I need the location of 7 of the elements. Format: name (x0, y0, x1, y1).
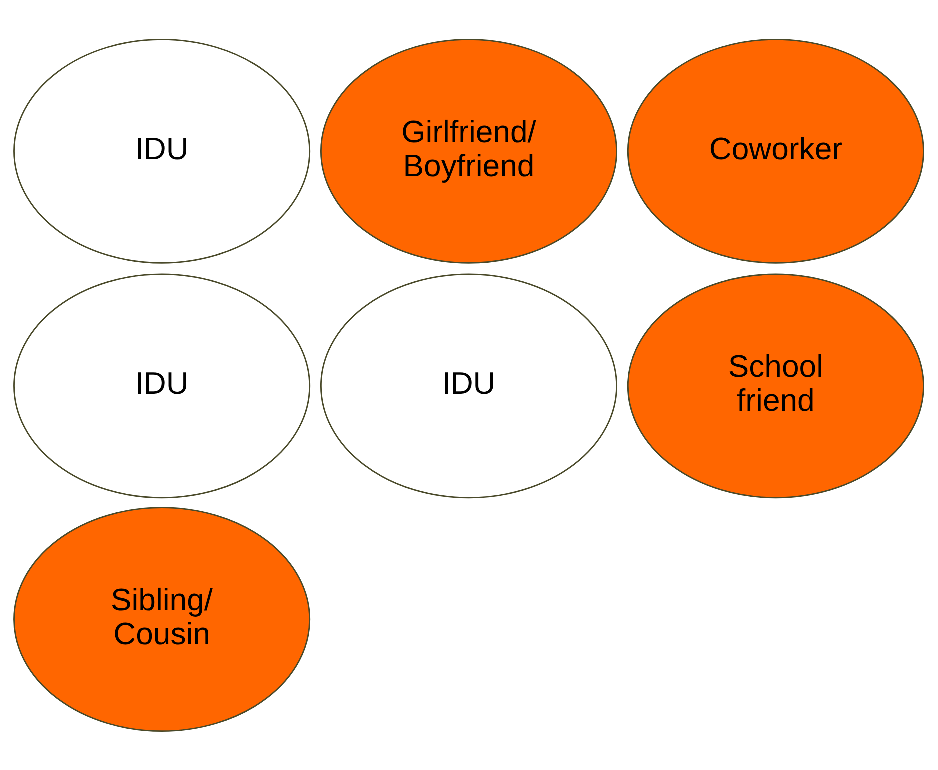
node-ellipse: School friend (627, 273, 924, 498)
node-ellipse: Sibling/ Cousin (14, 506, 311, 732)
node-ellipse: Coworker (627, 38, 924, 264)
node-ellipse: IDU (14, 38, 311, 264)
node-ellipse: IDU (320, 273, 618, 498)
node-ellipse: IDU (14, 273, 311, 498)
node-ellipse: Girlfriend/ Boyfriend (320, 38, 618, 264)
